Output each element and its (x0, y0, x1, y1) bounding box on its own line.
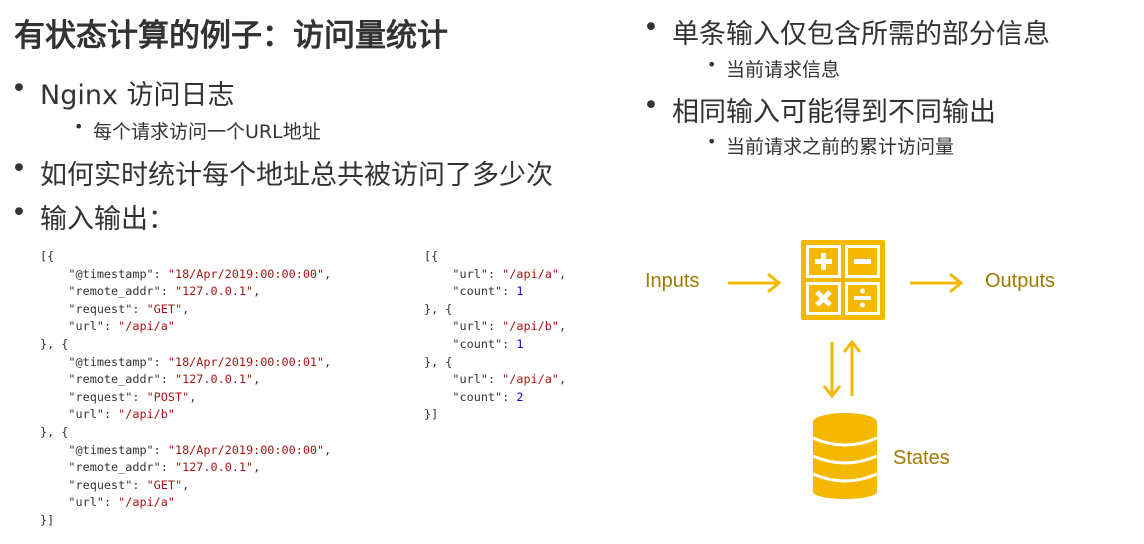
input-json-code: [{ "@timestamp": "18/Apr/2019:00:00:00",… (40, 249, 332, 527)
bullet-item: Nginx 访问日志 (11, 73, 234, 112)
inputs-label: Inputs (645, 270, 700, 292)
calculator-icon (801, 240, 885, 320)
bullet-item: 输入输出： (11, 197, 175, 236)
sub-bullet-item: 每个请求访问一个URL地址 (74, 117, 321, 144)
arrow-right-icon (728, 272, 782, 294)
states-label: States (893, 447, 950, 469)
arrow-right-icon (910, 272, 964, 294)
output-json-code: [{ "url": "/api/a", "count": 1 }, { "url… (424, 249, 567, 422)
bullet-item: 如何实时统计每个地址总共被访问了多少次 (11, 153, 553, 192)
bullet-item: 相同输入可能得到不同输出 (643, 90, 996, 129)
bidirectional-arrow-icon (822, 339, 862, 399)
sub-bullet-item: 当前请求信息 (707, 55, 840, 82)
database-icon (812, 413, 878, 499)
slide-title: 有状态计算的例子：访问量统计 (14, 18, 448, 54)
outputs-label: Outputs (985, 270, 1056, 292)
sub-bullet-item: 当前请求之前的累计访问量 (707, 132, 954, 159)
bullet-item: 单条输入仅包含所需的部分信息 (643, 12, 1050, 51)
